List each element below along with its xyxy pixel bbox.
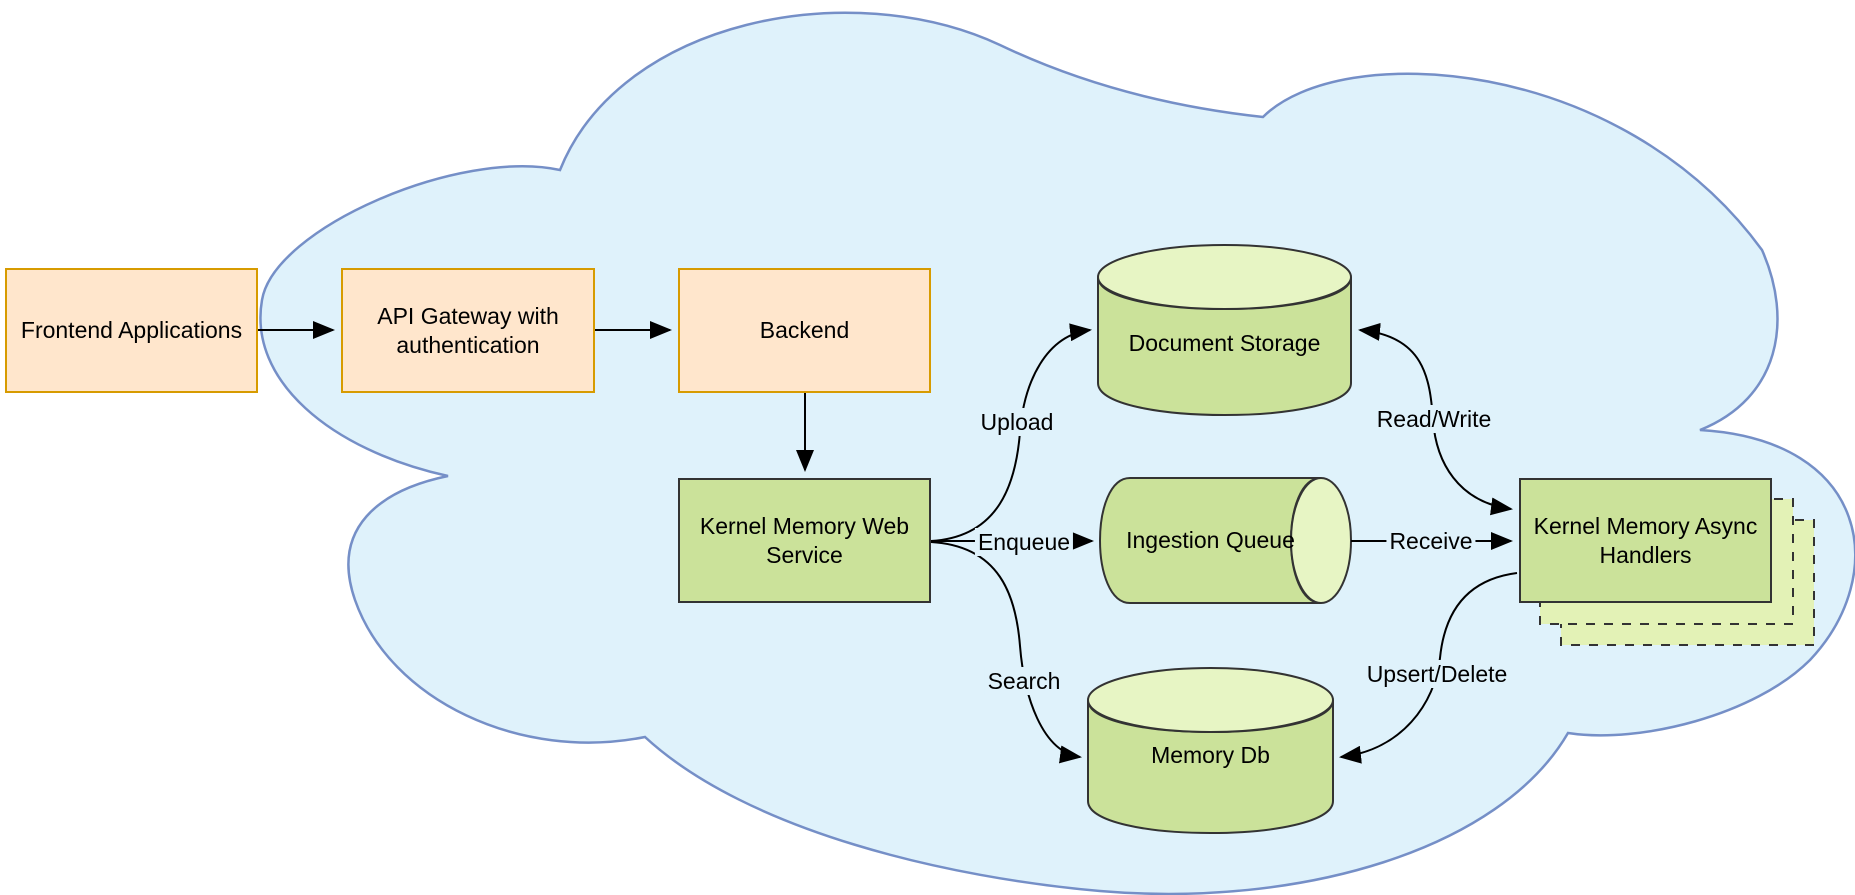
node-ingestion-queue-label: Ingestion Queue xyxy=(1126,527,1295,553)
node-kernel-memory-web-service-label: Kernel Memory Web Service xyxy=(699,512,910,568)
node-kernel-memory-web-service: Kernel Memory Web Service xyxy=(678,478,931,603)
node-frontend-applications-label: Frontend Applications xyxy=(20,317,243,343)
edge-label-read-write: Read/Write xyxy=(1373,405,1495,433)
document-storage-cylinder xyxy=(1097,244,1352,416)
node-backend-label: Backend xyxy=(759,317,850,343)
node-frontend-applications: Frontend Applications xyxy=(5,268,258,393)
cloud-boundary xyxy=(259,11,1855,895)
node-api-gateway: API Gateway with authentication xyxy=(341,268,595,393)
edge-upsert-delete xyxy=(1339,572,1518,764)
memory-db-cylinder xyxy=(1087,667,1334,834)
node-kernel-memory-async-handlers: Kernel Memory Async Handlers xyxy=(1519,478,1772,603)
edge-label-upsert-delete: Upsert/Delete xyxy=(1363,660,1511,688)
node-api-gateway-label: API Gateway with authentication xyxy=(377,302,559,358)
edge-label-enqueue: Enqueue xyxy=(974,528,1074,556)
edge-label-upload: Upload xyxy=(977,408,1057,436)
node-kernel-memory-async-handlers-label: Kernel Memory Async Handlers xyxy=(1533,512,1758,568)
node-memory-db-label: Memory Db xyxy=(1151,741,1270,768)
ingestion-queue-cylinder xyxy=(1099,477,1352,604)
node-document-storage-label: Document Storage xyxy=(1128,329,1321,356)
edge-label-receive: Receive xyxy=(1386,527,1476,555)
edge-search xyxy=(930,541,1082,764)
node-backend: Backend xyxy=(678,268,931,393)
edge-label-search: Search xyxy=(984,667,1064,695)
